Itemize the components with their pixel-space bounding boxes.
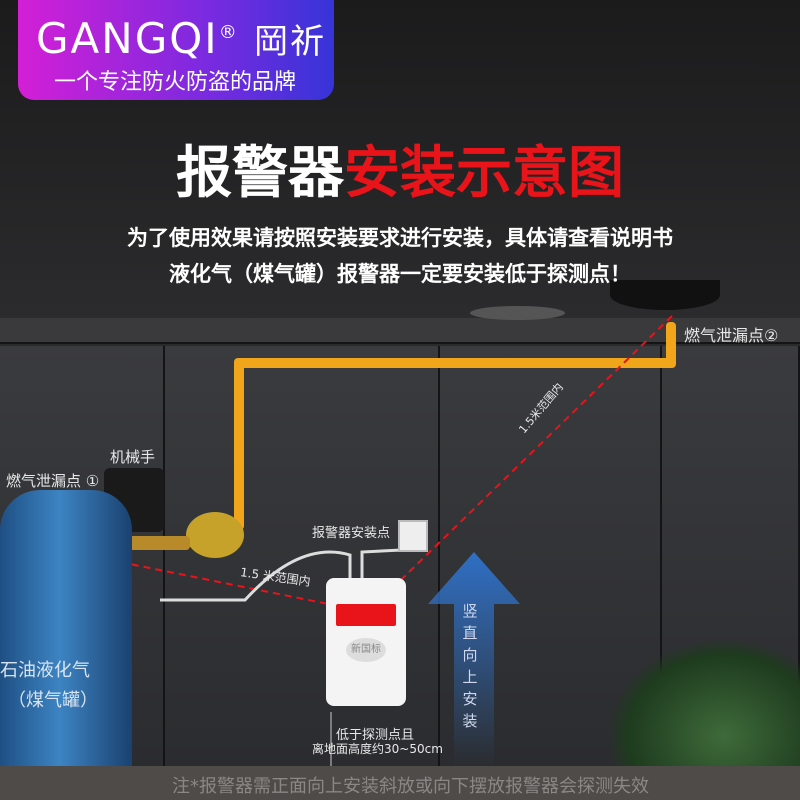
- brand-cn-name: 岡祈: [254, 22, 327, 62]
- subtitle-line-2: 液化气（煤气罐）报警器一定要安装低于探测点！: [169, 262, 631, 286]
- subtitle-line-1: 为了使用效果请按照安装要求进行安装，具体请查看说明书: [127, 226, 673, 250]
- gas-pipe-vertical: [234, 360, 244, 530]
- page-title: 报警器安装示意图: [0, 128, 800, 209]
- height-label-1: 低于探测点且: [336, 728, 415, 743]
- install-point-label: 报警器安装点: [312, 526, 391, 541]
- footer-note: 注*报警器需正面向上安装斜放或向下摆放报警器会探测失效: [0, 766, 800, 800]
- gas-pipe-riser: [666, 322, 676, 368]
- manipulator-label: 机械手: [110, 448, 156, 466]
- height-label-2: 离地面高度约30~50cm: [312, 742, 443, 756]
- title-red: 安装示意图: [344, 141, 624, 206]
- range-line-2: [367, 315, 673, 613]
- gas-cylinder: [0, 490, 132, 790]
- regulator: [186, 512, 244, 558]
- brand-name: GANGQI: [36, 14, 219, 63]
- stove-pan: [610, 280, 720, 310]
- vertical-install-label: 竖直向上安装: [462, 602, 478, 730]
- registered-mark: ®: [218, 22, 239, 43]
- title-black: 报警器: [176, 141, 344, 206]
- brand-slogan: 一个专注防火防盗的品牌: [54, 70, 297, 95]
- detector-red-panel: [336, 604, 396, 626]
- leak-point-1-label: 燃气泄漏点 ①: [6, 472, 100, 490]
- tank-label-2: （煤气罐）: [8, 690, 98, 711]
- up-arrow-icon: [428, 552, 520, 766]
- detector-badge: 新国标: [346, 638, 386, 662]
- leak-point-2-label: 燃气泄漏点②: [684, 326, 779, 345]
- tank-label-1: 石油液化气: [0, 660, 90, 681]
- detector-cable: [160, 550, 352, 602]
- brand-logo: GANGQI® 岡祈 一个专注防火防盗的品牌: [18, 0, 334, 100]
- plates: [470, 306, 565, 320]
- power-socket: [398, 520, 428, 552]
- gas-detector: 新国标: [326, 578, 406, 706]
- gas-pipe-horizontal: [234, 358, 674, 368]
